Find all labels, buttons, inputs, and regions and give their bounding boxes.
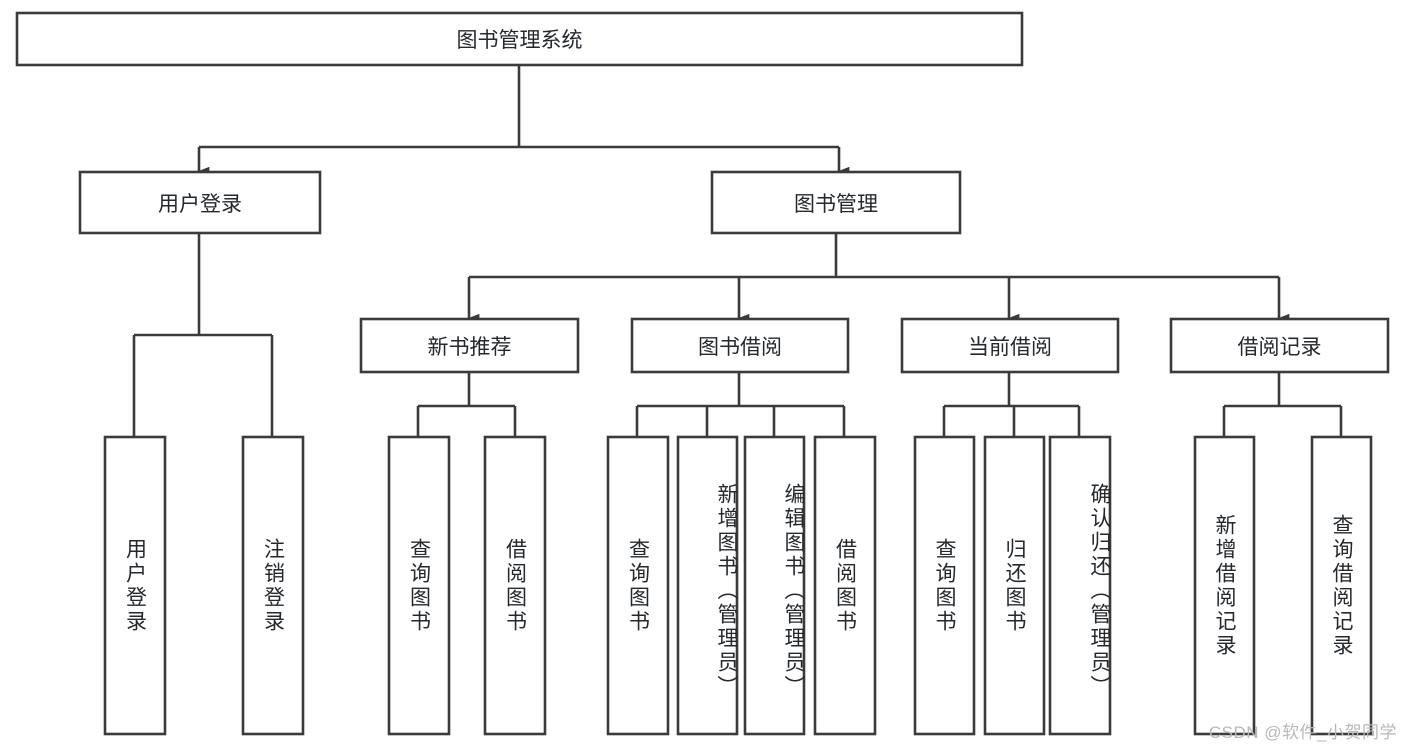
node-leaf-edit-book[interactable]	[743, 435, 806, 736]
connector-user-login-to-leaves	[132, 233, 283, 445]
node-leaf-user-logout[interactable]	[241, 435, 305, 736]
node-leaf-borrow-book-2[interactable]	[813, 435, 877, 736]
node-leaf-query-record[interactable]	[1310, 435, 1373, 736]
node-user-login[interactable]	[78, 170, 322, 235]
connector-root-to-level2	[197, 66, 850, 176]
node-leaf-return-book[interactable]	[983, 435, 1046, 736]
node-leaf-query-book-2[interactable]	[606, 435, 670, 736]
node-leaf-query-book-3[interactable]	[913, 435, 976, 736]
node-leaf-user-login[interactable]	[103, 435, 167, 736]
connector-current-borrow-to-leaves	[942, 372, 1090, 445]
connector-new-book-recommend-to-leaves	[416, 372, 526, 445]
node-leaf-borrow-book-1[interactable]	[483, 435, 547, 736]
node-leaf-confirm-return[interactable]	[1048, 435, 1112, 736]
connector-book-management-to-level3	[467, 233, 1290, 323]
node-leaf-add-record[interactable]	[1193, 435, 1256, 736]
node-current-borrow[interactable]	[900, 317, 1120, 374]
node-leaf-query-book-1[interactable]	[387, 435, 451, 736]
node-book-management[interactable]	[710, 170, 962, 235]
node-book-borrow[interactable]	[630, 317, 850, 374]
node-borrow-record[interactable]	[1169, 317, 1390, 374]
connector-book-borrow-to-leaves	[635, 372, 855, 445]
node-leaf-add-book[interactable]	[676, 435, 739, 736]
watermark: CSDN @软件_小贺同学	[1208, 723, 1397, 742]
node-root[interactable]	[15, 11, 1024, 67]
node-new-book-recommend[interactable]	[359, 317, 580, 374]
connector-borrow-record-to-leaves	[1222, 372, 1352, 445]
